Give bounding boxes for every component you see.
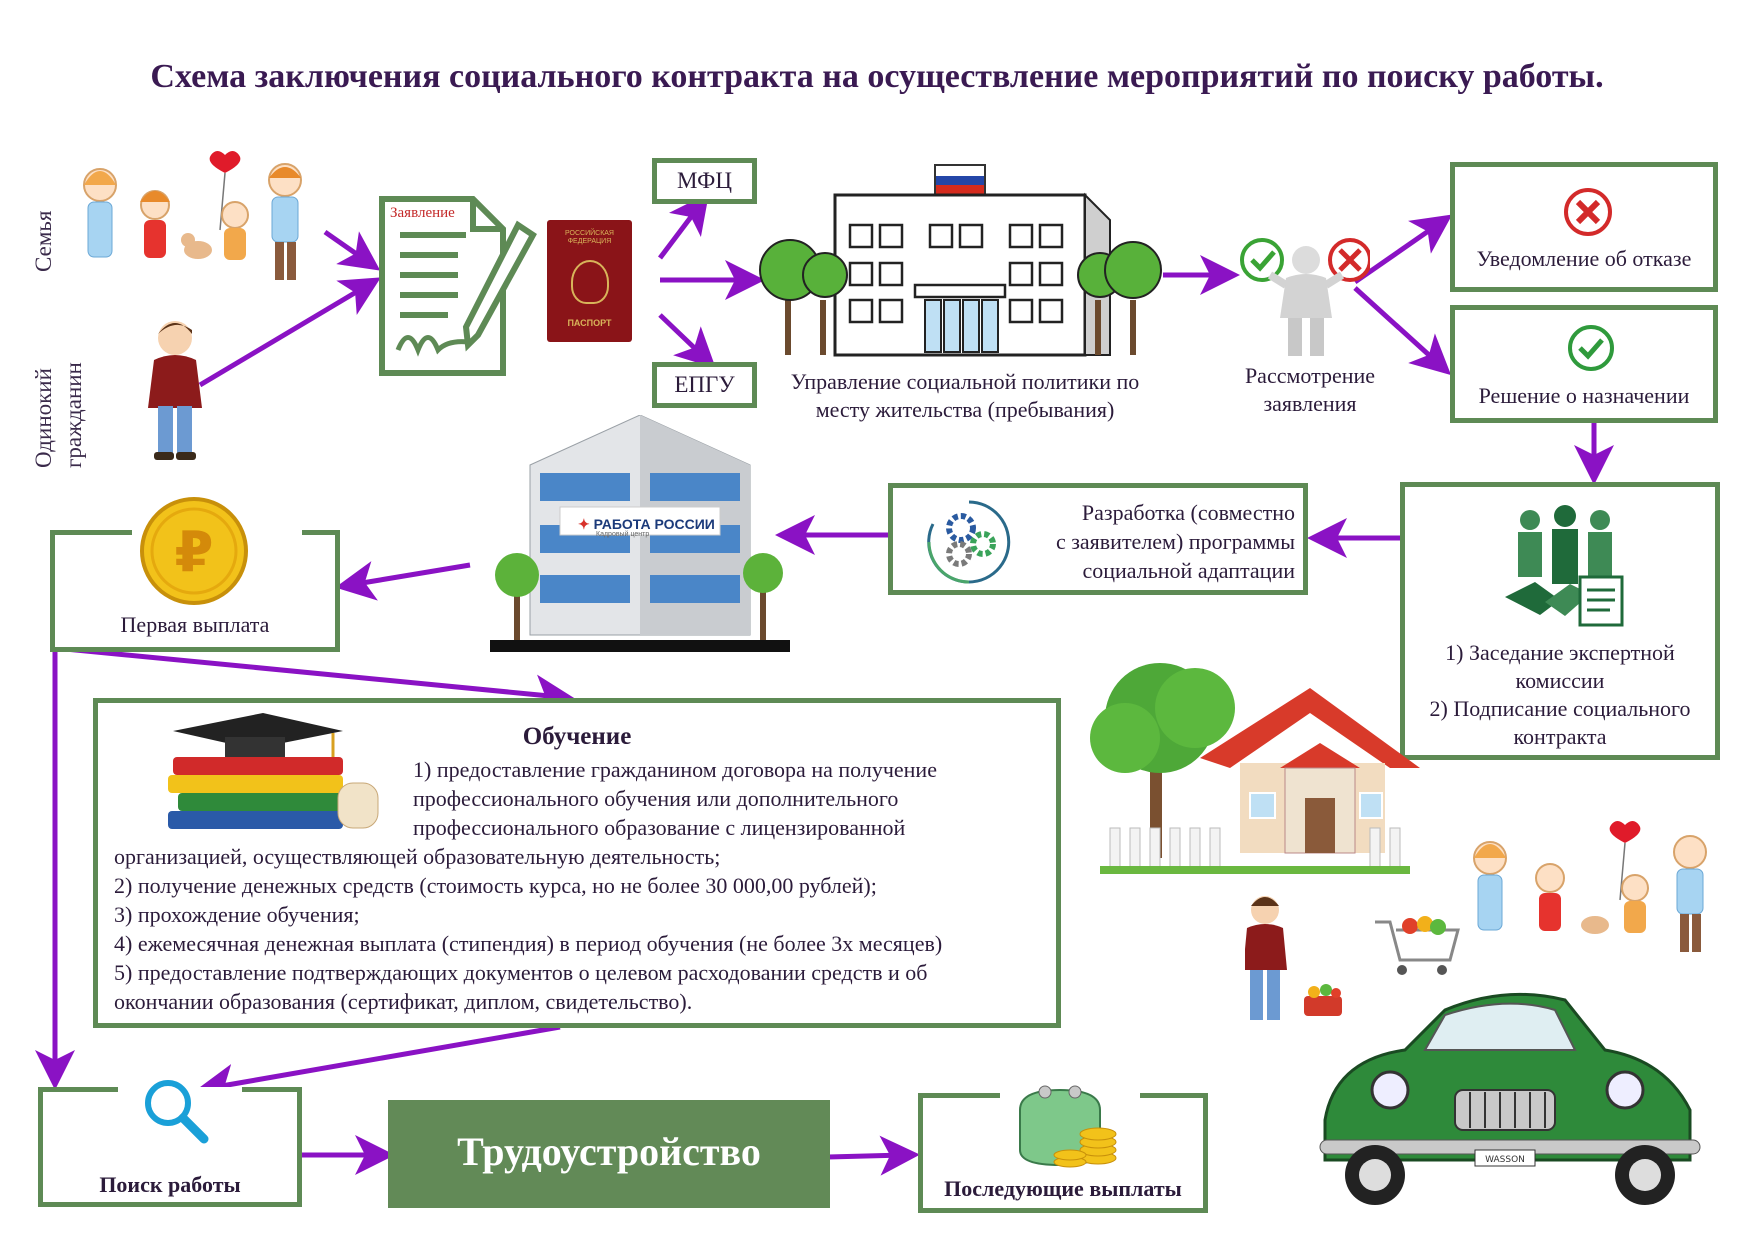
trees-left xyxy=(759,239,848,355)
basket-icon xyxy=(1304,984,1342,1016)
application-document-icon xyxy=(379,196,537,376)
department-label-line1: Управление социальной политики по xyxy=(790,369,1140,394)
page-title: Схема заключения социального контракта н… xyxy=(150,58,1604,95)
rabota-sub-text: Кадровый центр xyxy=(596,531,650,538)
arrow-employment-to-payments xyxy=(827,1135,920,1176)
arrow-to-mfc xyxy=(658,193,710,260)
approval-box: Решение о назначении xyxy=(1450,305,1718,423)
mfc-label: МФЦ xyxy=(677,168,732,193)
car-plate-text: WASSON xyxy=(1485,1155,1525,1165)
magnifier-icon xyxy=(145,1080,209,1144)
arrow-to-epgu xyxy=(658,313,716,369)
rabota-logo-icon: ✦ xyxy=(578,516,590,532)
rabota-sign-text: РАБОТА РОССИИ xyxy=(593,516,715,532)
green-car-illustration: WASSON xyxy=(1319,992,1701,1205)
commission-line4: контракта xyxy=(1513,724,1607,749)
training-item-2: 2) получение денежных средств (стоимость… xyxy=(114,873,877,898)
commission-line2: комиссии xyxy=(1515,668,1605,693)
training-item-5a: 5) предоставление подтверждающих докумен… xyxy=(114,960,928,985)
commission-line3: 2) Подписание социального xyxy=(1429,696,1691,721)
training-item-1b: профессионального обучения или дополните… xyxy=(413,786,899,811)
passport-icon: РОССИЙСКАЯ ФЕДЕРАЦИЯ ПАСПОРТ xyxy=(547,220,632,342)
svg-text:₽: ₽ xyxy=(175,520,214,585)
arrow-family-to-application xyxy=(323,229,381,271)
program-box: Разработка (совместно с заявителем) прог… xyxy=(888,483,1308,595)
arrow-payment-to-training xyxy=(54,645,575,715)
gears-icon xyxy=(927,500,1011,584)
training-item-4: 4) ежемесячная денежная выплата (стипенд… xyxy=(114,931,943,956)
department-label: Управление социальной политики по месту … xyxy=(765,368,1165,424)
program-text: Разработка (совместно с заявителем) прог… xyxy=(1056,498,1295,585)
red-cross-icon xyxy=(1564,188,1612,236)
training-item-1c: профессионального образование с лицензир… xyxy=(413,815,906,840)
rabota-rossii-building-illustration xyxy=(490,415,790,652)
rabota-rossii-sign: ✦ РАБОТА РОССИИ Кадровый центр xyxy=(578,516,715,538)
training-item-5b: окончании образования (сертификат, дипло… xyxy=(114,989,693,1014)
family-right-illustration xyxy=(1473,821,1707,952)
training-item-1d: организацией, осуществляющей образовател… xyxy=(114,844,721,869)
single-citizen-illustration xyxy=(148,321,202,460)
training-list-bottom: организацией, осуществляющей образовател… xyxy=(114,842,942,1016)
application-label: Заявление xyxy=(390,205,455,221)
commission-line1: 1) Заседание экспертной xyxy=(1445,640,1675,665)
arrow-training-to-search xyxy=(195,1024,561,1104)
commission-box: 1) Заседание экспертной комиссии 2) Подп… xyxy=(1400,482,1720,760)
review-label-line1: Рассмотрение xyxy=(1244,363,1376,388)
single-citizen-label-line1: Одинокий xyxy=(31,368,56,468)
shopping-cart-icon xyxy=(1375,916,1460,975)
refusal-label: Уведомление об отказе xyxy=(1476,246,1692,271)
mfc-box: МФЦ xyxy=(652,158,757,204)
arrow-single-to-application xyxy=(198,277,381,388)
handshake-team-icon xyxy=(1505,505,1624,627)
ruble-coin-icon: ₽ xyxy=(140,497,248,605)
government-building-illustration xyxy=(759,164,1162,357)
program-line2: с заявителем) программы xyxy=(1055,529,1295,554)
review-label-line2: заявления xyxy=(1263,391,1357,416)
program-line3: социальной адаптации xyxy=(1082,558,1295,583)
department-label-line2: месту жительства (пребывания) xyxy=(815,397,1115,422)
single-citizen-label-line2: гражданин xyxy=(61,362,86,468)
commission-text: 1) Заседание экспертной комиссии 2) Подп… xyxy=(1405,639,1715,751)
program-line1: Разработка (совместно xyxy=(1081,500,1295,525)
house-illustration xyxy=(1090,663,1420,874)
epgu-label: ЕПГУ xyxy=(674,372,735,397)
subsequent-payments-label: Последующие выплаты xyxy=(944,1176,1182,1201)
training-box: Обучение 1) предоставление гражданином д… xyxy=(93,698,1061,1028)
refusal-box: Уведомление об отказе xyxy=(1450,162,1718,292)
arrow-rabota-to-payment xyxy=(335,561,471,601)
man-shopping-illustration xyxy=(1245,896,1287,1020)
job-search-label: Поиск работы xyxy=(99,1172,241,1197)
employment-box: Трудоустройство xyxy=(388,1100,830,1208)
books-graduation-cap-icon xyxy=(168,713,379,829)
first-payment-label: Первая выплата xyxy=(120,612,270,637)
training-item-3: 3) прохождение обучения; xyxy=(114,902,360,927)
training-item-1a: 1) предоставление гражданином договора н… xyxy=(413,757,937,782)
review-figure-illustration xyxy=(1240,238,1370,356)
passport-label: ПАСПОРТ xyxy=(567,318,612,328)
coin-purse-icon xyxy=(1019,1085,1117,1168)
coat-of-arms-icon xyxy=(570,260,609,304)
epgu-box: ЕПГУ xyxy=(652,362,757,408)
green-check-icon xyxy=(1568,325,1614,371)
job-search-box: Поиск работы xyxy=(38,1087,302,1207)
training-title: Обучение xyxy=(522,723,632,750)
training-list-top: 1) предоставление гражданином договора н… xyxy=(413,755,937,842)
family-illustration xyxy=(83,151,302,280)
approval-label: Решение о назначении xyxy=(1478,383,1690,408)
review-label: Рассмотрение заявления xyxy=(1220,362,1400,418)
trees-right xyxy=(1077,241,1162,355)
family-label: Семья xyxy=(31,210,56,272)
passport-country-text: РОССИЙСКАЯ ФЕДЕРАЦИЯ xyxy=(565,230,614,245)
